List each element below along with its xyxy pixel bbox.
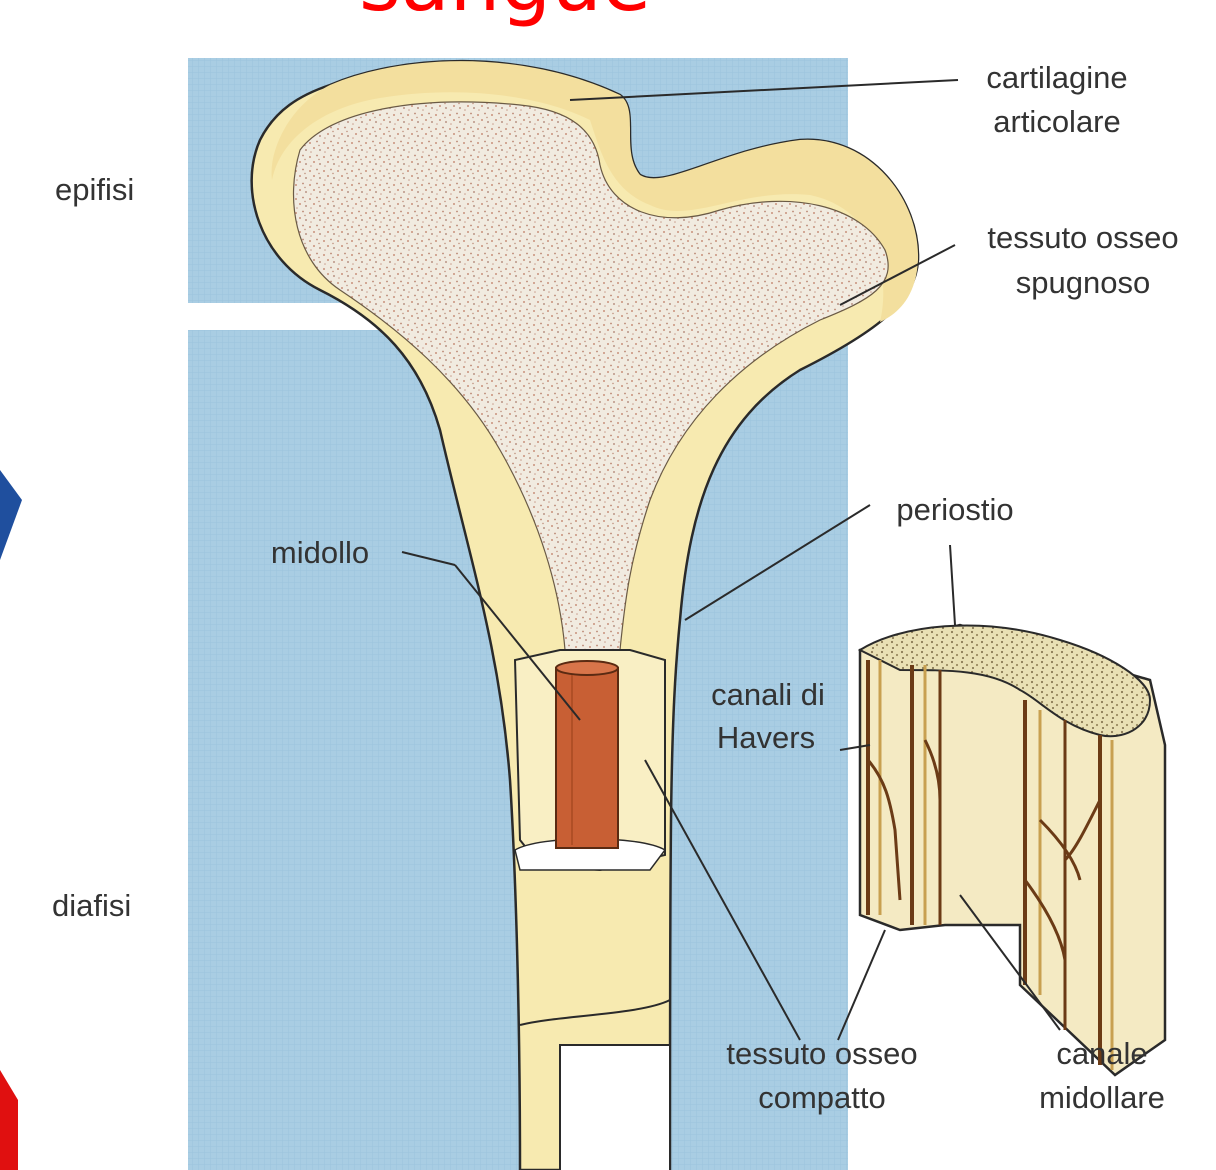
label-havers-1: canali di [711,677,825,712]
leader-periostio-block [950,545,955,625]
label-periostio: periostio [896,492,1013,527]
label-cartilagine-1: cartilagine [986,60,1127,95]
marrow-top [556,661,618,675]
label-spugnoso-1: tessuto osseo [987,220,1178,255]
label-canale-1: canale [1056,1036,1147,1071]
cross-section-block [860,625,1165,1075]
blue-edge-mark [0,470,22,560]
shaft-notch [560,1045,670,1170]
label-spugnoso-2: spugnoso [1016,265,1150,300]
label-epifisi: epifisi [55,172,134,207]
label-diafisi: diafisi [52,888,131,923]
label-cartilagine-2: articolare [993,104,1121,139]
label-midollo: midollo [271,535,369,570]
label-compatto-1: tessuto osseo [726,1036,917,1071]
label-havers-2: Havers [717,720,815,755]
label-compatto-2: compatto [758,1080,886,1115]
label-canale-2: midollare [1039,1080,1165,1115]
marrow-cylinder [556,668,618,848]
red-edge-mark [0,1070,18,1170]
page-title: sangue [359,0,651,29]
